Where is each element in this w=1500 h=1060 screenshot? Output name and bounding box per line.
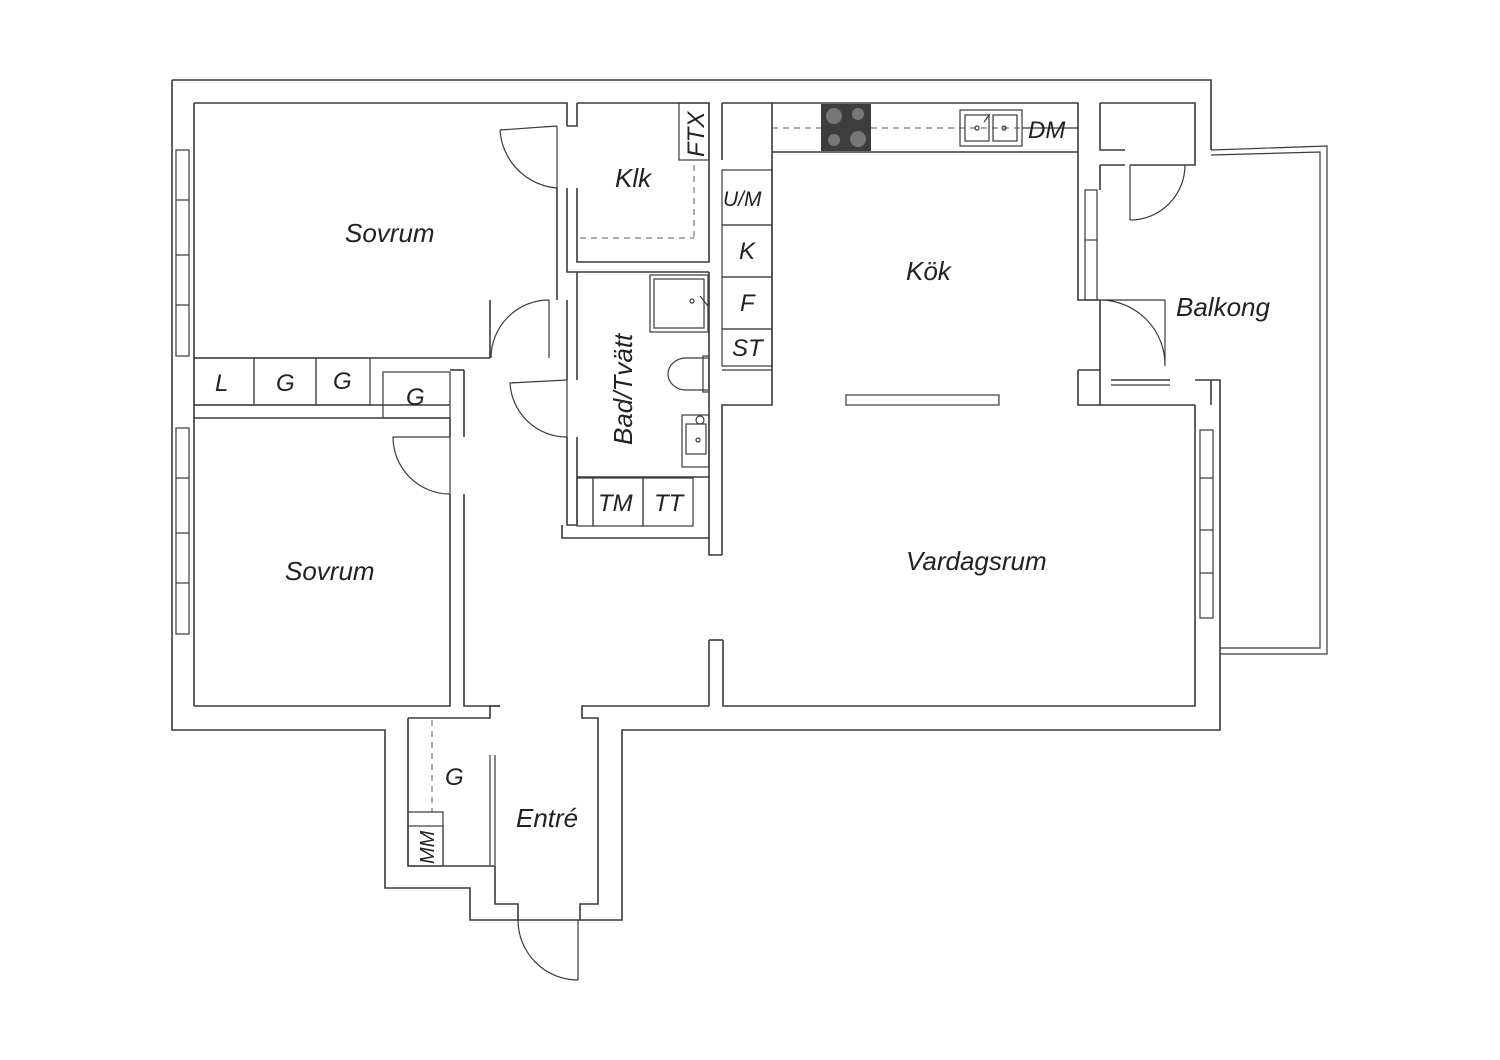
label-entrance: Entré (516, 803, 578, 833)
klk-wardrobe (580, 102, 710, 239)
washbasin (681, 414, 710, 468)
label-k: K (739, 238, 756, 265)
label-f: F (740, 290, 756, 317)
door-bath (509, 379, 568, 438)
door-bedroom-1 (499, 126, 558, 189)
window-left-top (175, 149, 190, 357)
label-wardrobe-2: G (333, 368, 352, 395)
label-kitchen: Kök (906, 256, 953, 286)
label-tm: TM (598, 490, 633, 517)
doors (392, 125, 1186, 981)
bedroom-wardrobes (193, 357, 451, 419)
label-bath-laundry: Bad/Tvätt (608, 332, 638, 445)
laundry-units (576, 477, 694, 527)
label-klk: Klk (615, 163, 653, 193)
sink (959, 109, 1023, 147)
balcony (1210, 145, 1328, 655)
door-balcony (1099, 299, 1166, 367)
label-balcony: Balkong (1176, 292, 1270, 322)
shower (649, 274, 709, 333)
label-um: U/M (723, 188, 762, 211)
stove-burner (850, 131, 866, 147)
stove-burner (826, 108, 842, 124)
label-mm: MM (417, 830, 439, 864)
room-labels: Sovrum Sovrum Klk Bad/Tvätt Kök Vardagsr… (285, 163, 1270, 833)
kitchen-counter (772, 104, 1078, 151)
outer-walls (171, 79, 1221, 921)
window-kitchen (1084, 189, 1098, 301)
window-living (1199, 429, 1214, 619)
label-tt: TT (654, 490, 686, 517)
door-storage (1129, 164, 1186, 221)
label-ftx: FTX (683, 111, 710, 157)
door-klk (499, 125, 558, 131)
bathroom-fixtures (576, 274, 710, 527)
fixture-labels: FTX U/M K F ST DM TM TT L G G G G MM (215, 111, 1065, 864)
label-wardrobe-3: G (406, 384, 425, 411)
door-bedroom-2 (392, 436, 451, 495)
label-linen: L (215, 370, 228, 397)
label-wardrobe-1: G (276, 370, 295, 397)
label-bedroom-1: Sovrum (345, 218, 435, 248)
label-bedroom-2: Sovrum (285, 556, 375, 586)
stove-burner (828, 134, 840, 146)
label-entry-wardrobe: G (445, 764, 464, 791)
label-dm: DM (1028, 117, 1065, 144)
windows (175, 149, 1214, 635)
door-entry-closet (489, 755, 496, 865)
stove-burner (852, 108, 864, 120)
label-st: ST (732, 335, 765, 362)
corridor-cabinets (721, 169, 773, 371)
door-entrance (517, 919, 579, 981)
label-living-room: Vardagsrum (906, 546, 1047, 576)
window-left-bottom (175, 427, 190, 635)
entrance-closets (407, 720, 444, 867)
toilet (667, 355, 710, 393)
door-bedroom-1-hall (490, 299, 550, 359)
